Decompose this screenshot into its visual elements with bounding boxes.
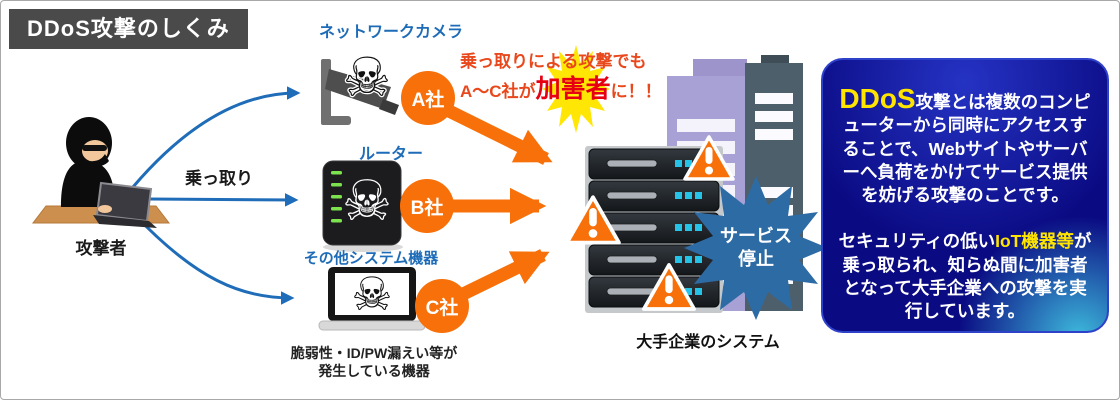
perpetrator-callout-line1: 乗っ取りによる攻撃でも [460, 52, 647, 71]
perpetrator-callout-highlight: 加害者 [535, 75, 611, 104]
iot-highlight: IoT機器等 [995, 231, 1074, 252]
attacker-illustration [31, 117, 171, 228]
service-stop-burst [684, 176, 828, 320]
router-label: ルーター [358, 146, 423, 163]
vulnerability-note: 脆弱性・ID/PW漏えい等が 発生している機器 [279, 345, 469, 380]
vulnerability-note-line1: 脆弱性・ID/PW漏えい等が [290, 345, 458, 361]
perpetrator-callout-prefix: A〜C社が [460, 82, 536, 102]
attacker-label: 攻撃者 [75, 239, 127, 258]
skull-icon: ☠ [351, 268, 392, 320]
skull-icon: ☠ [343, 48, 391, 108]
company-a-badge: A社 [401, 71, 455, 125]
attack-arrows [442, 103, 553, 303]
explanation-p2-post: が乗っ取られ、知らぬ間に加害者となって大手企業への攻撃を実行しています。 [842, 231, 1092, 322]
explanation-p2-pre: セキュリティの低い [838, 231, 996, 252]
service-stop-line2: 停止 [738, 249, 774, 270]
skull-icon: ☠ [342, 169, 392, 232]
explanation-paragraph-2: セキュリティの低いIoT機器等が乗っ取られ、知らぬ間に加害者となって大手企業への… [835, 230, 1095, 323]
perpetrator-callout: 乗っ取りによる攻撃でも A〜C社が加害者に！！ [460, 52, 662, 104]
explanation-p1-text: 攻撃とは複数のコンピューターから同時にアクセスすることで、Webサイトやサーバー… [842, 92, 1091, 206]
hijack-label: 乗っ取り [185, 169, 253, 188]
explanation-paragraph-1: DDoS攻撃とは複数のコンピューターから同時にアクセスすることで、Webサイトや… [835, 85, 1095, 207]
service-stop-label: サービス 停止 [704, 225, 808, 272]
network-camera-illustration: ☠ [321, 47, 399, 125]
target-system-label: 大手企業のシステム [636, 334, 780, 351]
perpetrator-burst [542, 45, 610, 133]
server-rack-illustration [585, 146, 723, 313]
other-device-illustration: ☠ [318, 267, 426, 331]
ddos-highlight: DDoS [839, 83, 916, 114]
vulnerability-note-line2: 発生している機器 [318, 362, 430, 379]
service-stop-line1: サービス [720, 226, 792, 246]
router-illustration: ☠ [322, 160, 403, 252]
perpetrator-callout-suffix: に！！ [610, 82, 662, 102]
explanation-box: DDoS攻撃とは複数のコンピューターから同時にアクセスすることで、Webサイトや… [821, 58, 1109, 333]
company-c-badge: C社 [415, 279, 469, 333]
other-device-label: その他システム機器 [303, 250, 439, 267]
hijack-arrows [131, 86, 301, 305]
company-b-badge: B社 [400, 179, 454, 233]
network-camera-label: ネットワークカメラ [318, 24, 463, 41]
page-title: DDoS攻撃のしくみ [9, 9, 248, 49]
